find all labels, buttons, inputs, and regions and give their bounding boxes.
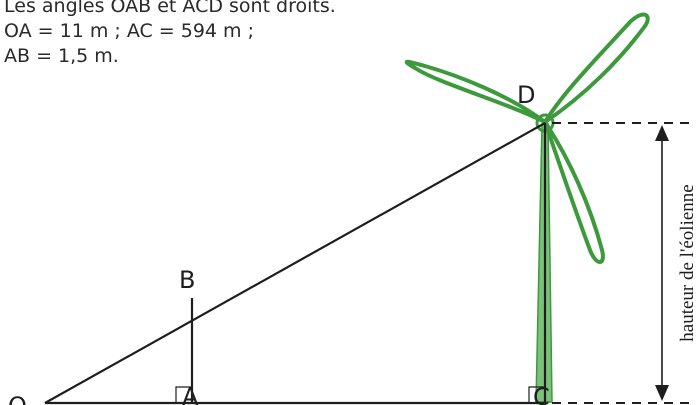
blade-lower — [543, 120, 605, 264]
turbine-blades — [404, 12, 650, 264]
right-angle-marker-A — [175, 386, 192, 403]
point-label-O: O — [8, 392, 27, 405]
point-label-C: C — [533, 383, 550, 405]
height-arrow-head-bottom — [655, 385, 669, 401]
statement-line-1: Les angles OAB et ACD sont droits. — [4, 0, 336, 17]
right-angle-marker-C — [528, 386, 545, 403]
statement-line-2: OA = 11 m ; AC = 594 m ; — [4, 20, 255, 42]
statement-line-3: AB = 1,5 m. — [4, 45, 119, 67]
point-label-A: A — [182, 383, 199, 405]
point-label-B: B — [179, 266, 195, 294]
point-label-D: D — [517, 81, 535, 109]
segment-OD — [44, 122, 546, 404]
height-label: hauteur de l'éolienne — [677, 184, 698, 341]
problem-statement: Les angles OAB et ACD sont droits. OA = … — [4, 0, 336, 69]
blade-left — [404, 59, 547, 124]
height-arrow-head-top — [655, 125, 669, 141]
blade-upper — [543, 12, 650, 124]
